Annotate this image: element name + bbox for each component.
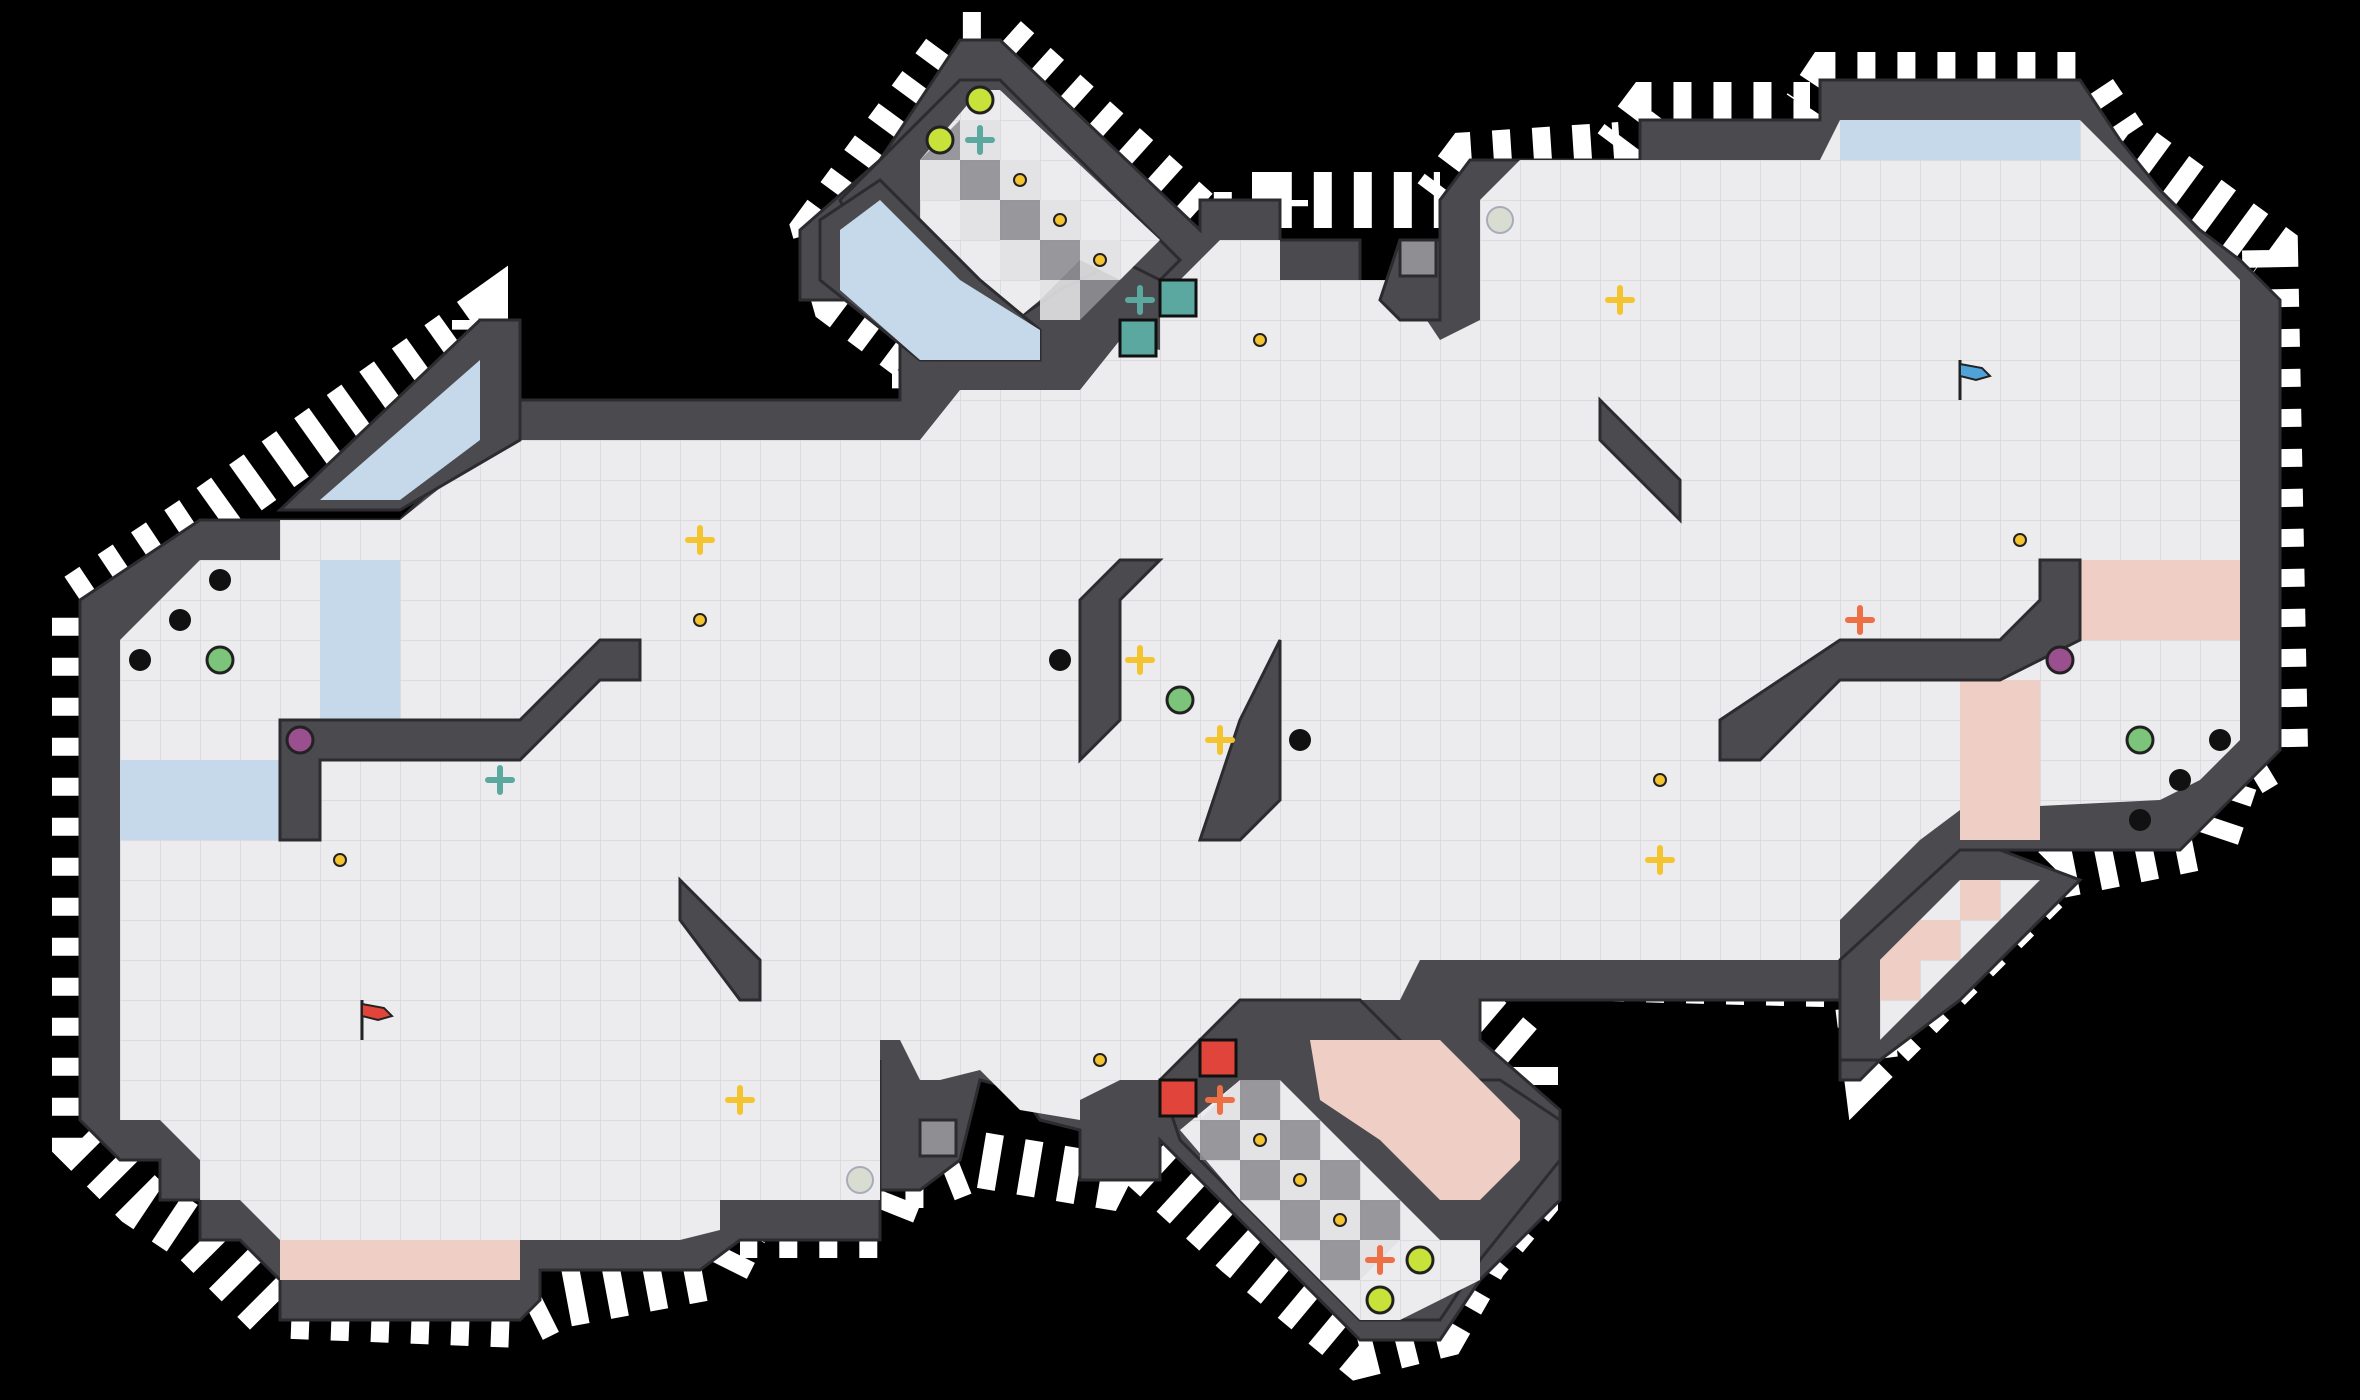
bomb-icon xyxy=(2013,533,2027,547)
bomb-icon xyxy=(1293,1173,1307,1187)
boost-pad-icon xyxy=(965,125,995,155)
red-flag-icon xyxy=(360,1000,394,1040)
button-icon xyxy=(1365,1285,1395,1315)
boost-pad-icon xyxy=(1365,1245,1395,1275)
gate-tile xyxy=(1398,238,1438,278)
powerups xyxy=(205,645,2155,755)
bomb-icon xyxy=(1013,173,1027,187)
button-icon xyxy=(965,85,995,115)
bomb-icon xyxy=(333,853,347,867)
spikes xyxy=(129,569,2231,831)
boost-pad-icon xyxy=(1605,285,1635,315)
buttons xyxy=(925,85,1435,1315)
spike-icon xyxy=(209,569,231,591)
spike-icon xyxy=(2169,769,2191,791)
bombs xyxy=(333,173,2027,1227)
top-diamond xyxy=(818,78,1183,362)
portal-icon xyxy=(1198,1038,1238,1078)
powerup-icon xyxy=(205,645,235,675)
bomb-icon xyxy=(1253,1133,1267,1147)
spike-icon xyxy=(1049,649,1071,671)
blue-flag-icon xyxy=(1958,360,1992,400)
bomb-icon xyxy=(1053,213,1067,227)
spike-icon xyxy=(1289,729,1311,751)
boost-pad-icon xyxy=(1205,1085,1235,1115)
bomb-icon xyxy=(1653,773,1667,787)
purple-orbs xyxy=(285,645,2075,755)
boosts xyxy=(485,125,1875,1275)
bomb-icon xyxy=(1093,1053,1107,1067)
boost-pad-icon xyxy=(1125,285,1155,315)
gates xyxy=(918,238,1438,1158)
faded-markers xyxy=(846,206,1514,1194)
bomb-icon xyxy=(1253,333,1267,347)
bottom-right-pocket xyxy=(1838,848,2083,1062)
portal-icon xyxy=(1118,318,1158,358)
portal-icon xyxy=(1158,278,1198,318)
portals xyxy=(1118,278,1238,1118)
spike-icon xyxy=(2129,809,2151,831)
gate-tile xyxy=(918,1118,958,1158)
bomb-icon xyxy=(693,613,707,627)
powerup-icon xyxy=(1165,685,1195,715)
boost-pad-icon xyxy=(1645,845,1675,875)
bomb-icon xyxy=(1093,253,1107,267)
team-zones xyxy=(120,120,2240,1280)
boost-pad-icon xyxy=(1125,645,1155,675)
boost-pad-icon xyxy=(1845,605,1875,635)
mars-ball-icon xyxy=(2045,645,2075,675)
boost-pad-icon xyxy=(725,1085,755,1115)
button-icon xyxy=(1405,1245,1435,1275)
boost-pad-icon xyxy=(685,525,715,555)
button-icon xyxy=(925,125,955,155)
boost-pad-icon xyxy=(1205,725,1235,755)
spike-icon xyxy=(169,609,191,631)
inner-walls xyxy=(278,238,2082,1002)
powerup-icon xyxy=(2125,725,2155,755)
portal-icon xyxy=(1158,1078,1198,1118)
bomb-icon xyxy=(1333,1213,1347,1227)
mars-ball-icon xyxy=(285,725,315,755)
spike-icon xyxy=(2209,729,2231,751)
top-left-corridor xyxy=(276,318,522,512)
spike-icon xyxy=(129,649,151,671)
boost-pad-icon xyxy=(485,765,515,795)
